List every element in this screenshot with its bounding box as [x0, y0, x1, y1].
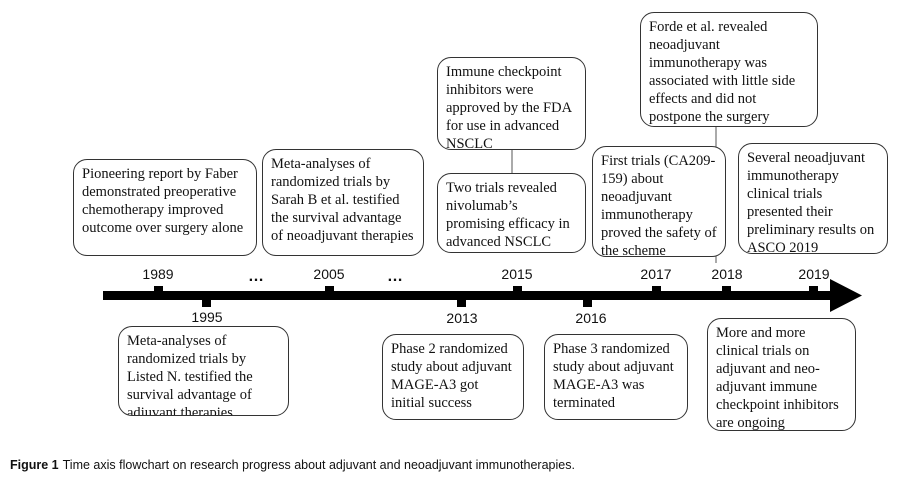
- event-box-2013: Phase 2 randomized study about adjuvant …: [382, 334, 524, 420]
- year-label-1989: 1989: [142, 266, 174, 282]
- event-box-1989: Pioneering report by Faber demonstrated …: [73, 159, 257, 256]
- event-box-2019-asco: Several neoadjuvant immunotherapy clinic…: [738, 143, 888, 254]
- figure-caption-label: Figure 1: [10, 458, 59, 472]
- year-label-2005: 2005: [313, 266, 345, 282]
- tick-marker-2016: [583, 297, 592, 307]
- event-box-2018: Forde et al. revealed neoadjuvant immuno…: [640, 12, 818, 127]
- year-label-1995: 1995: [191, 309, 223, 325]
- event-box-2017: First trials (CA209-159) about neoadjuva…: [592, 146, 726, 257]
- year-label-2017: 2017: [640, 266, 672, 282]
- year-label-2016: 2016: [575, 310, 607, 326]
- year-label-2015: 2015: [501, 266, 533, 282]
- ellipsis-gap-2: …: [387, 268, 404, 285]
- tick-marker-2017: [652, 286, 661, 296]
- event-box-2015-fda-approval: Immune checkpoint inhibitors were approv…: [437, 57, 586, 150]
- timeline-axis: [103, 291, 833, 300]
- event-box-1995: Meta-analyses of randomized trials by Li…: [118, 326, 289, 416]
- tick-marker-1989: [154, 286, 163, 296]
- tick-marker-2018: [722, 286, 731, 296]
- tick-marker-2005: [325, 286, 334, 296]
- event-box-2005: Meta-analyses of randomized trials by Sa…: [262, 149, 424, 256]
- timeline-arrowhead: [830, 279, 862, 312]
- tick-marker-2019: [809, 286, 818, 296]
- figure-caption-text: Time axis flowchart on research progress…: [62, 458, 575, 472]
- event-box-2019-ongoing: More and more clinical trials on adjuvan…: [707, 318, 856, 431]
- event-box-2015-nivolumab: Two trials revealed nivolumab’s promisin…: [437, 173, 586, 253]
- year-label-2013: 2013: [446, 310, 478, 326]
- event-box-2016: Phase 3 randomized study about adjuvant …: [544, 334, 688, 420]
- year-label-2019: 2019: [798, 266, 830, 282]
- tick-marker-2013: [457, 297, 466, 307]
- ellipsis-gap-1: …: [248, 268, 265, 285]
- tick-marker-1995: [202, 297, 211, 307]
- year-label-2018: 2018: [711, 266, 743, 282]
- tick-marker-2015: [513, 286, 522, 296]
